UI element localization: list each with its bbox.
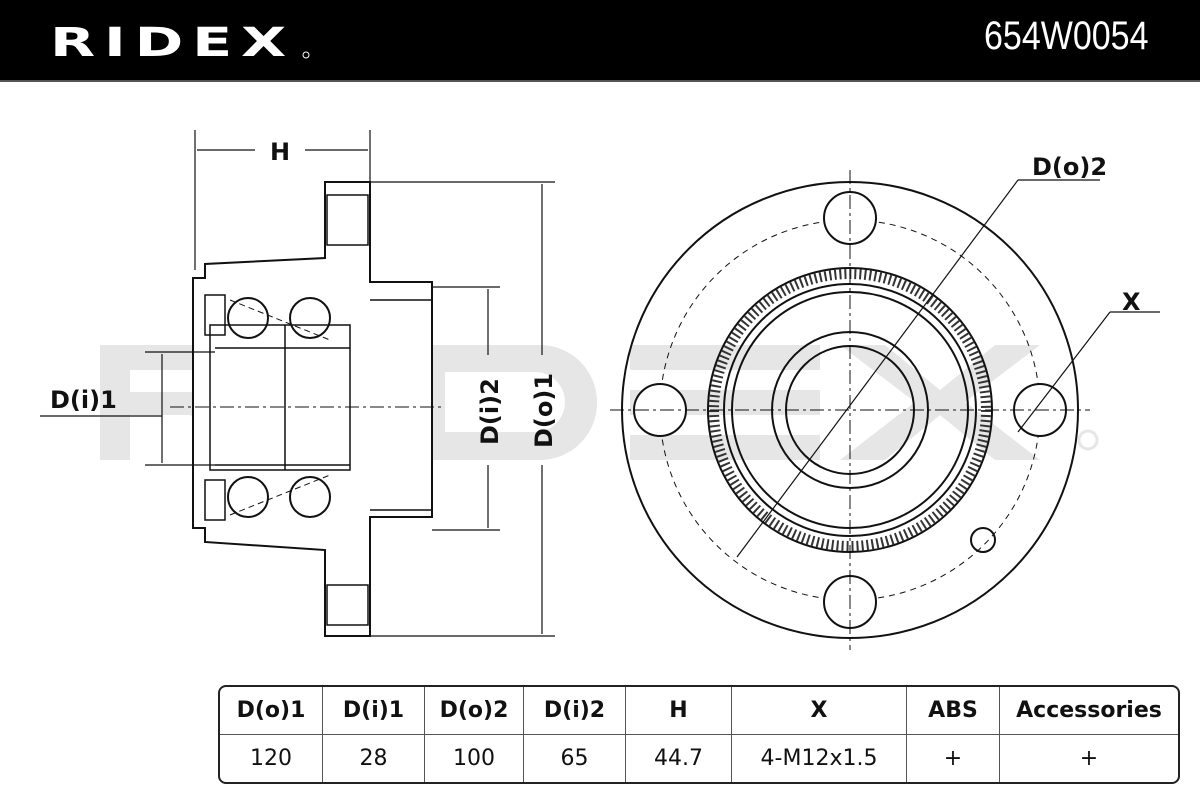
label-x: X	[1122, 288, 1141, 316]
registered-mark-icon	[302, 51, 310, 59]
value-d-i1: 28	[323, 735, 425, 782]
header-accessories: Accessories	[1000, 687, 1178, 735]
header-d-i2: D(i)2	[524, 687, 626, 735]
label-h: H	[270, 138, 290, 166]
value-accessories: +	[1079, 746, 1099, 771]
value-x: 4-M12x1.5	[732, 735, 907, 782]
value-d-i2: 65	[524, 735, 626, 782]
part-number: 654W0054	[983, 14, 1148, 58]
value-abs: +	[907, 735, 1000, 782]
value-h: 44.7	[626, 735, 732, 782]
header-d-o2: D(o)2	[425, 687, 524, 735]
label-d-i2: D(i)2	[476, 378, 504, 445]
header-d-o1: D(o)1	[220, 687, 323, 735]
header-d-i1: D(i)1	[323, 687, 425, 735]
dimension-lines	[40, 130, 555, 637]
ridex-logo: RIDEX	[50, 18, 320, 68]
value-d-o2: 100	[425, 735, 524, 782]
brand-name: RIDEX	[50, 20, 295, 64]
spec-value-row: 120 28 100 65 44.7 4-M12x1.5 + +	[220, 735, 1178, 782]
front-view	[610, 170, 1160, 650]
side-section-view	[170, 181, 445, 637]
spec-table: D(o)1 D(i)1 D(o)2 D(i)2 H X ABS Accessor…	[218, 685, 1180, 784]
header-h: H	[626, 687, 732, 735]
value-d-o1: 120	[220, 735, 323, 782]
header-bar: RIDEX 654W0054	[0, 0, 1200, 82]
spec-header-row: D(o)1 D(i)1 D(o)2 D(i)2 H X ABS Accessor…	[220, 687, 1178, 735]
label-d-o1: D(o)1	[530, 373, 558, 448]
header-abs: ABS	[907, 687, 1000, 735]
label-d-i1: D(i)1	[50, 386, 117, 414]
label-d-o2: D(o)2	[1032, 153, 1107, 181]
header-x: X	[732, 687, 907, 735]
